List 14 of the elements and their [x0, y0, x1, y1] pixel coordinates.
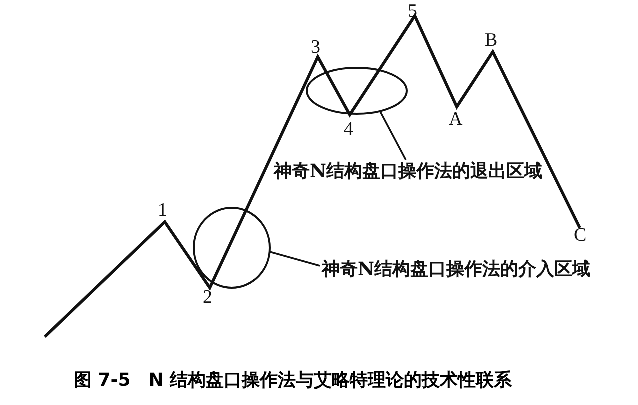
wave-point-label: 1 [158, 201, 168, 220]
zone-ellipse [306, 67, 408, 115]
zone-label: 神奇N结构盘口操作法的退出区域 [274, 161, 542, 183]
wave-point-label: 4 [344, 120, 354, 139]
wave-point-label: 2 [203, 288, 212, 307]
zone-ellipse [193, 207, 271, 289]
wave-point-label: 3 [311, 38, 320, 57]
wave-point-label: C [574, 226, 587, 245]
wave-point-label: B [485, 31, 498, 50]
wave-point-label: A [449, 110, 463, 129]
leader-line [270, 251, 320, 267]
leader-line [379, 110, 407, 160]
zone-label: 神奇N结构盘口操作法的介入区域 [322, 259, 590, 281]
figure-caption: 图 7-5 N 结构盘口操作法与艾略特理论的技术性联系 [74, 369, 512, 392]
